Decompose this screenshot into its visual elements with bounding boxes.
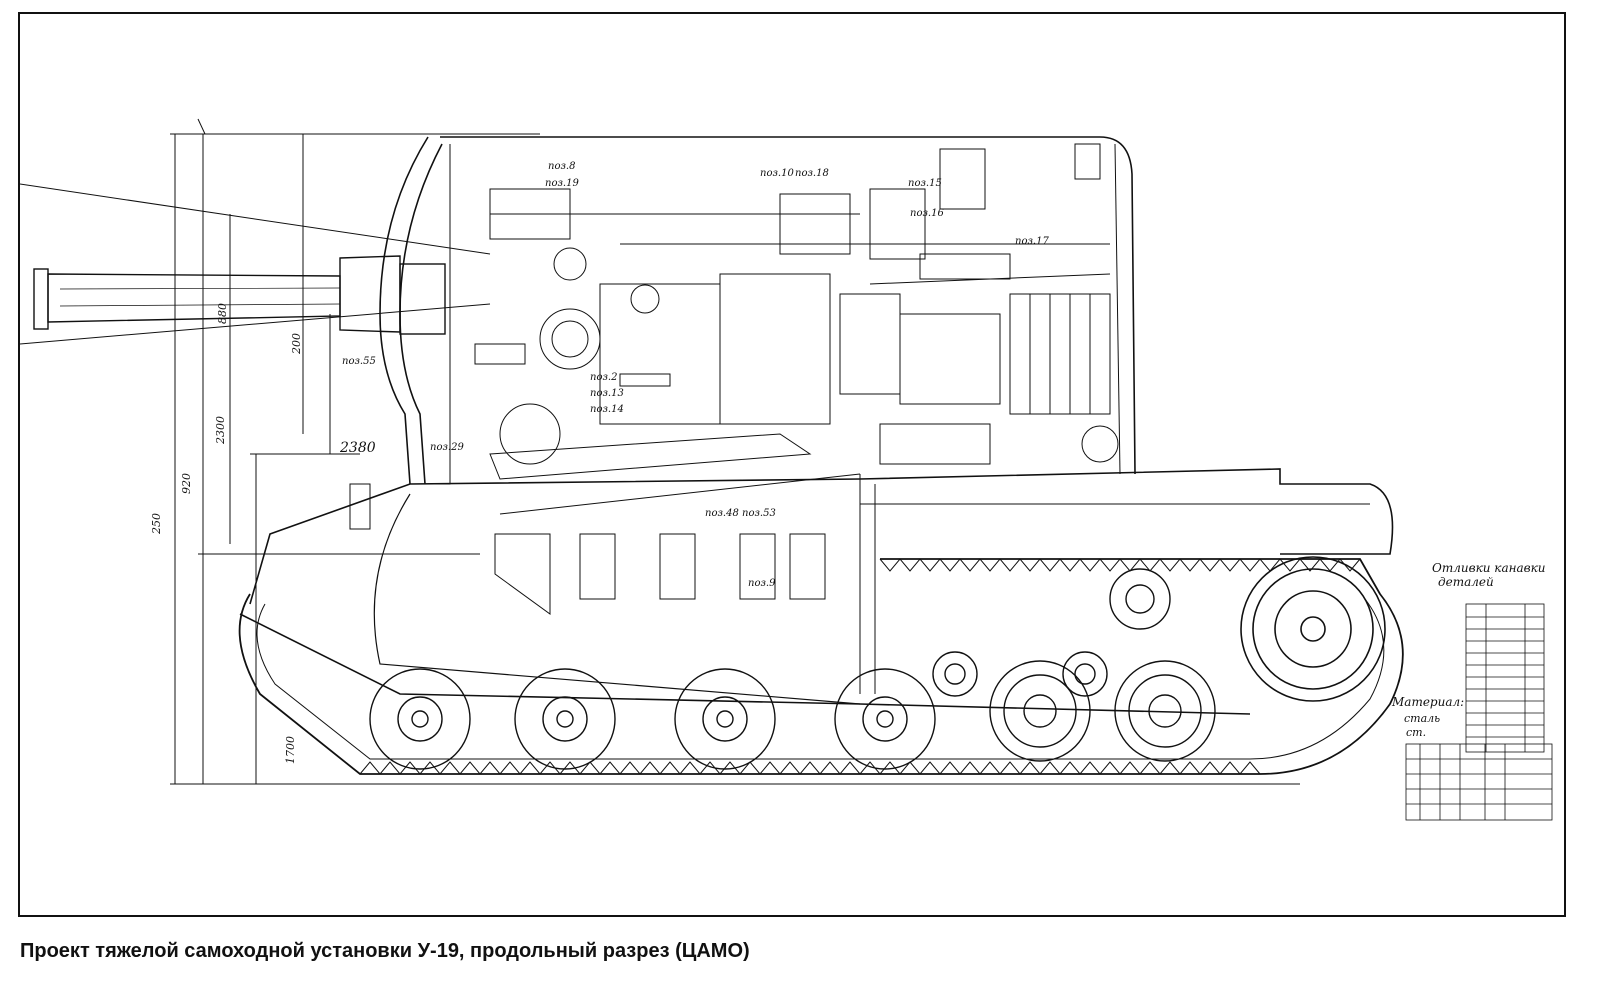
title-block-heading-1: Отливки канавки xyxy=(1432,561,1546,575)
title-block: Отливки канавки деталей Материал: сталь … xyxy=(1391,561,1553,821)
label-pos16: поз.16 xyxy=(910,208,944,219)
label-pos14: поз.14 xyxy=(590,404,624,415)
dim-880: 880 xyxy=(216,303,229,324)
figure-caption: Проект тяжелой самоходной установки У-19… xyxy=(20,940,750,962)
road-wheels xyxy=(369,568,1216,770)
dim-2380: 2380 xyxy=(339,440,376,456)
casemate xyxy=(379,136,1136,485)
label-pos8: поз.8 xyxy=(548,161,575,172)
dim-1700: 1700 xyxy=(284,736,297,764)
label-pos29: поз.29 xyxy=(430,442,464,453)
label-pos17: поз.17 xyxy=(1015,236,1049,247)
dim-200: 200 xyxy=(290,333,303,355)
title-block-heading-2: деталей xyxy=(1438,575,1494,589)
label-pos9: поз.9 xyxy=(748,578,776,589)
dim-250: 250 xyxy=(150,513,163,535)
part-labels: поз.8 поз.19 поз.10 поз.18 поз.15 поз.16… xyxy=(342,161,1049,589)
dim-2300: 2300 xyxy=(214,416,227,445)
track-teeth xyxy=(359,558,1361,775)
cutaway-drawing: 250 920 2300 200 880 2380 1700 xyxy=(20,118,1553,821)
label-pos53: поз.53 xyxy=(742,508,776,519)
label-pos15: поз.15 xyxy=(908,178,942,189)
interior-mechanisms xyxy=(474,143,1119,694)
label-pos13: поз.13 xyxy=(590,388,624,399)
track xyxy=(238,558,1404,775)
label-pos10: поз.10 xyxy=(760,168,794,179)
drive-sprocket xyxy=(1240,556,1386,702)
hull xyxy=(239,468,1394,715)
drawing-frame: 250 920 2300 200 880 2380 1700 xyxy=(18,12,1566,917)
label-pos48: поз.48 xyxy=(705,508,739,519)
dim-920: 920 xyxy=(180,473,193,494)
dimension-texts: 250 920 2300 200 880 2380 1700 xyxy=(150,303,376,764)
label-pos2: поз.2 xyxy=(590,372,617,383)
label-pos55: поз.55 xyxy=(342,356,376,367)
material-label: Материал: xyxy=(1391,695,1464,709)
material-value-1: сталь xyxy=(1404,712,1440,725)
label-pos18: поз.18 xyxy=(795,168,829,179)
material-value-2: ст. xyxy=(1406,726,1426,739)
dimension-lines xyxy=(20,118,1300,785)
label-pos19: поз.19 xyxy=(545,178,579,189)
